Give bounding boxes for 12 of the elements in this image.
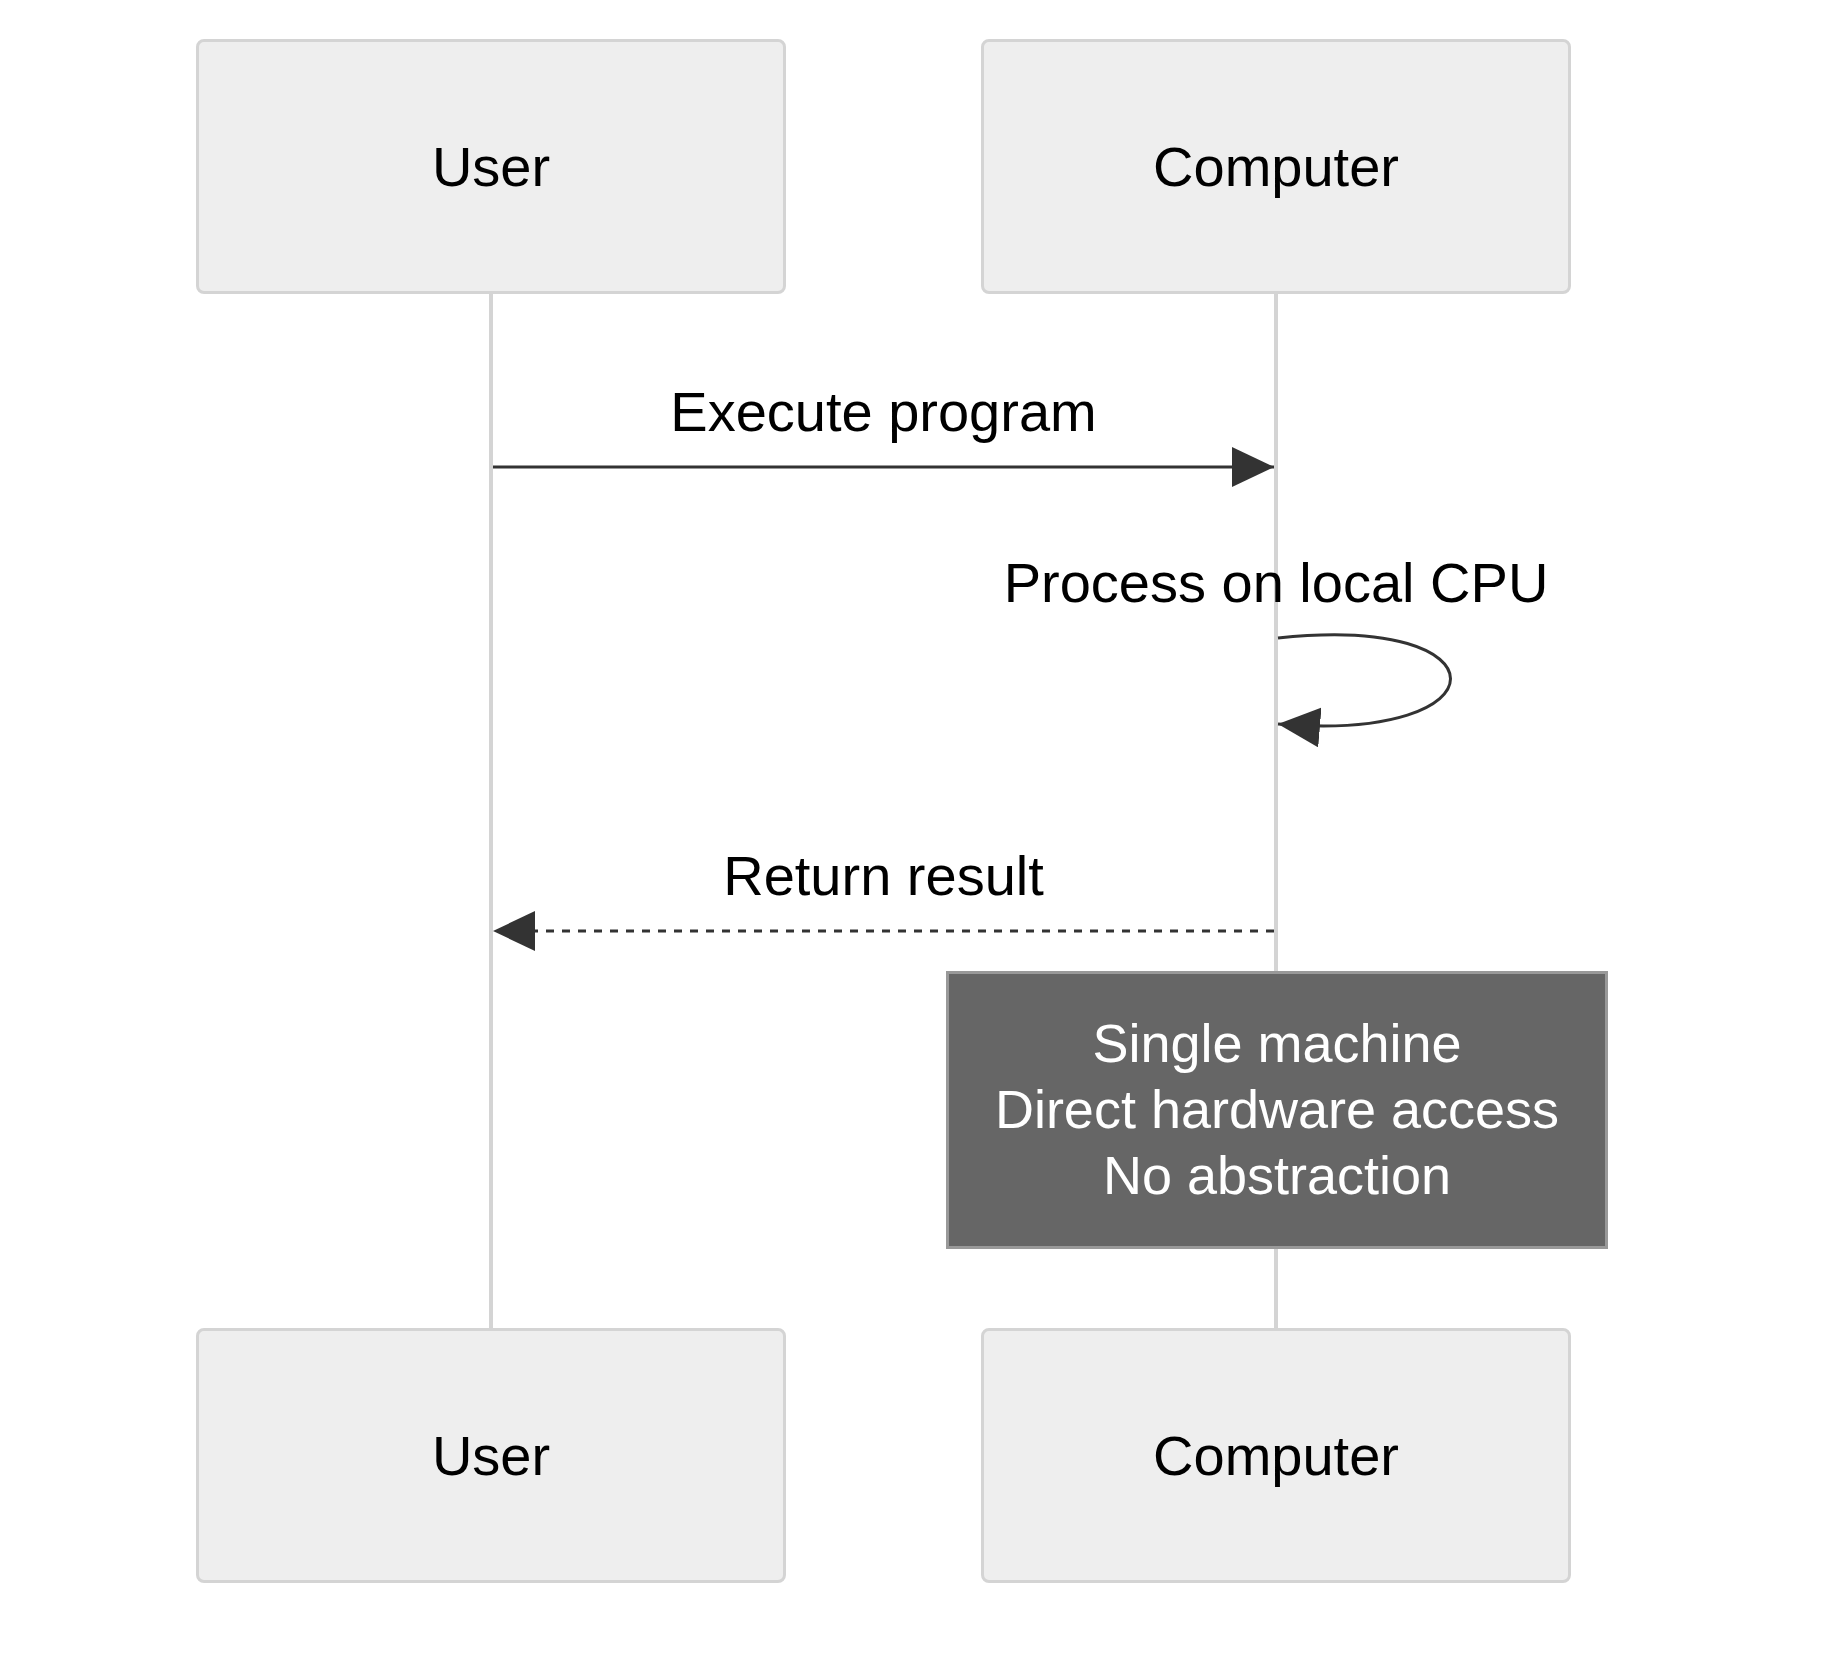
participant-box: Computer — [981, 39, 1571, 294]
message-arrow — [493, 447, 1274, 487]
participant-box: User — [196, 39, 786, 294]
lifeline — [489, 294, 493, 1328]
lifeline — [1274, 1249, 1278, 1328]
message-arrow — [493, 911, 1274, 951]
note-box: Single machine Direct hardware access No abstraction — [946, 971, 1608, 1249]
self-message-arrow — [1277, 633, 1452, 746]
participant-box: User — [196, 1328, 786, 1583]
participant-box: Computer — [981, 1328, 1571, 1583]
message-label: Process on local CPU — [1003, 555, 1549, 611]
message-label: Return result — [723, 848, 1044, 904]
